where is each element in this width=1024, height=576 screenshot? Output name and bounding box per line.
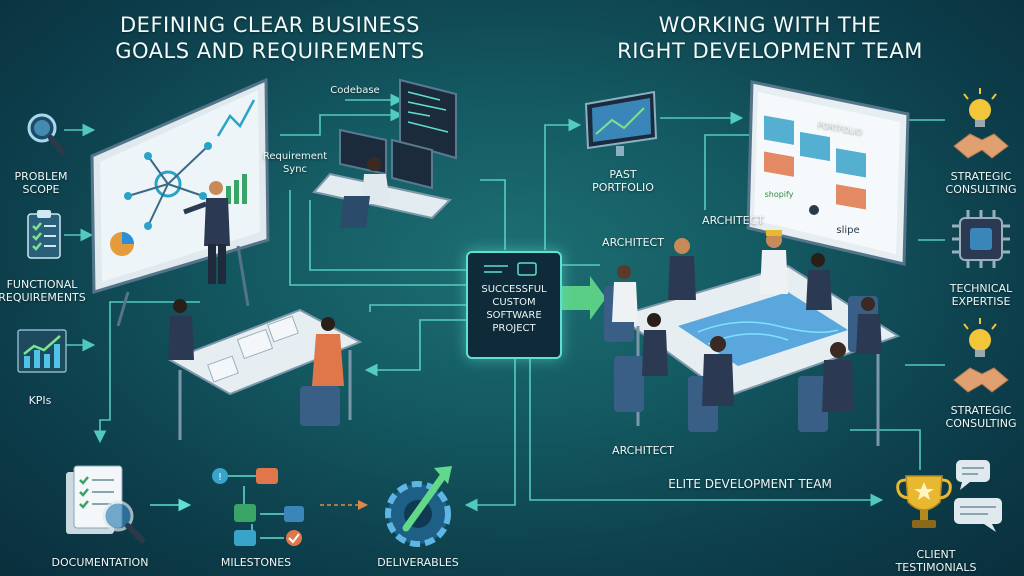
left-heading: DEFINING CLEAR BUSINESS GOALS AND REQUIR… (60, 12, 480, 64)
whiteboard-presentation-illustration (90, 77, 270, 326)
functional-requirements-label: FUNCTIONAL REQUIREMENTS (0, 278, 86, 304)
center-line4: PROJECT (492, 323, 536, 334)
past-portfolio-label: PAST PORTFOLIO (592, 168, 654, 194)
client-testimonials-label: CLIENT TESTIMONIALS (895, 548, 977, 574)
problem-scope-label: PROBLEM SCOPE (14, 170, 68, 196)
documentation-label: DOCUMENTATION (51, 556, 149, 569)
cpu-chip-icon (952, 210, 1010, 268)
center-line2: CUSTOM (492, 297, 536, 308)
center-line1: SUCCESSFUL (481, 284, 547, 295)
gear-growth-icon (385, 466, 452, 547)
right-heading: WORKING WITH THE RIGHT DEVELOPMENT TEAM (560, 12, 980, 64)
requirement-sync-label: Requirement Sync (262, 151, 328, 175)
central-project-node: SUCCESSFUL CUSTOM SOFTWARE PROJECT (466, 251, 562, 359)
milestones-flow-icon: ! (212, 468, 304, 546)
line-chart-icon (17, 329, 67, 373)
right-heading-line2: RIGHT DEVELOPMENT TEAM (617, 39, 923, 63)
right-heading-line1: WORKING WITH THE (658, 13, 882, 37)
planning-meeting-illustration (167, 299, 363, 440)
portfolio-logo-slipe: slipe (836, 225, 860, 236)
architect-label-bottom: ARCHITECT (612, 444, 674, 457)
architect-label-top-right: ARCHITECT (702, 214, 764, 227)
kpis-label: KPIs (28, 394, 52, 407)
documents-icon (66, 465, 145, 543)
trophy-speech-bubbles-icon (896, 460, 1002, 532)
lightbulb-handshake-icon-2 (953, 318, 1009, 393)
elite-team-meeting-illustration (604, 230, 901, 446)
strategic-consulting-label-1: STRATEGIC CONSULTING (945, 170, 1017, 196)
elite-team-label: ELITE DEVELOPMENT TEAM (668, 477, 832, 491)
developer-workstation-illustration (312, 78, 457, 228)
left-heading-line2: GOALS AND REQUIREMENTS (115, 39, 425, 63)
codebase-label: Codebase (330, 85, 380, 96)
code-window-icon (484, 262, 537, 276)
technical-expertise-label: TECHNICAL EXPERTISE (949, 282, 1013, 308)
clipboard-checklist-icon (27, 210, 61, 259)
milestones-label: MILESTONES (220, 556, 292, 569)
svg-text:!: ! (218, 472, 222, 483)
magnifier-icon (27, 113, 65, 155)
lightbulb-handshake-icon-1 (953, 88, 1009, 159)
past-portfolio-monitor-icon (584, 90, 658, 156)
portfolio-logo-shopify: shopify (764, 190, 794, 199)
strategic-consulting-label-2: STRATEGIC CONSULTING (945, 404, 1017, 430)
portfolio-screen-illustration (746, 80, 910, 266)
center-line3: SOFTWARE (486, 310, 542, 321)
left-heading-line1: DEFINING CLEAR BUSINESS (120, 13, 420, 37)
architect-label-top-left: ARCHITECT (602, 236, 664, 249)
deliverables-label: DELIVERABLES (377, 556, 459, 569)
